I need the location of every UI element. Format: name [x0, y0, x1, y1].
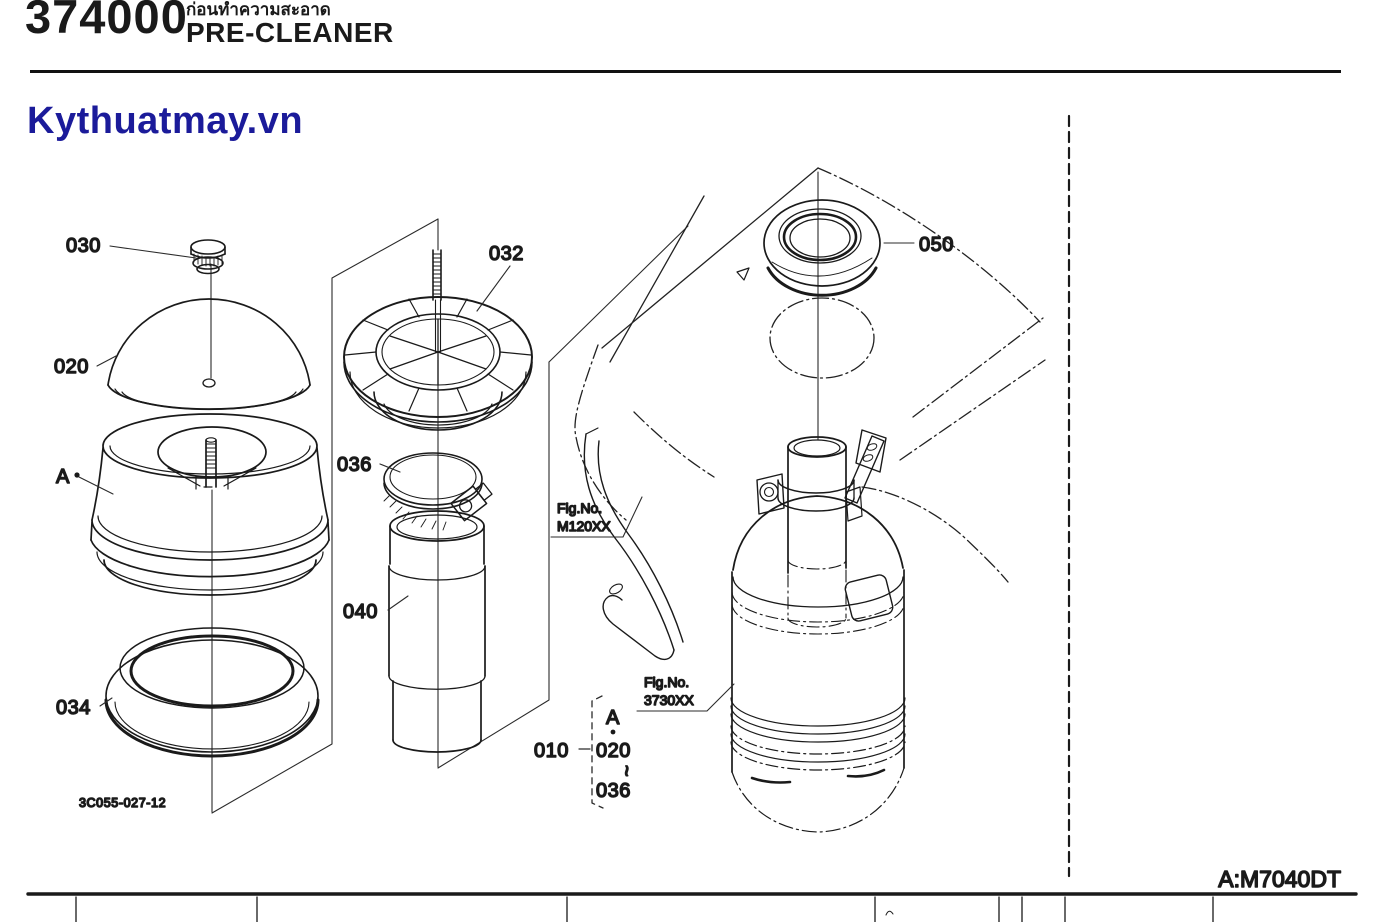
callout-034: 034 — [56, 697, 91, 719]
group-item-a: A — [606, 707, 620, 729]
footer-table-partial-text — [885, 910, 894, 916]
group-item-020: 020 — [596, 740, 631, 762]
page-title: PRE-CLEANER — [186, 17, 394, 48]
part-clamp-drawing — [383, 452, 493, 531]
header-divider-rule — [30, 70, 1341, 73]
callout-leaders — [78, 242, 915, 707]
callout-a: A — [56, 466, 70, 488]
callout-020: 020 — [54, 356, 89, 378]
part-rotor-drawing — [343, 249, 533, 431]
drawing-code: 3C055-027-12 — [79, 796, 166, 810]
hood-bracket-drawing — [583, 427, 684, 661]
fig-ref-3730xx-number: 3730XX — [644, 692, 694, 708]
group-bracket: 010 A 020 ~ 036 — [533, 695, 638, 809]
callout-050: 050 — [919, 234, 954, 256]
hood-outline — [574, 167, 1046, 583]
reference-plane-left — [211, 218, 439, 814]
watermark-text: Kythuatmay.vn — [27, 100, 304, 142]
part-knob-drawing — [190, 239, 226, 275]
air-cleaner-canister-drawing — [730, 429, 906, 833]
fig-ref-3730xx: Fig.No. 3730XX — [636, 673, 735, 712]
part-cover-drawing — [107, 298, 311, 411]
callout-a-dot — [74, 472, 80, 478]
fig-ref-3730xx-prefix: Fig.No. — [644, 674, 689, 690]
model-note: A:M7040DT — [1218, 866, 1341, 892]
callout-040: 040 — [343, 601, 378, 623]
part-pipe-drawing — [388, 510, 486, 753]
header-section-code: 374000 — [25, 0, 188, 43]
callout-036: 036 — [337, 454, 372, 476]
fig-ref-m120xx-prefix: Fig.No. — [557, 500, 602, 516]
part-ring-drawing — [104, 627, 320, 758]
part-body-drawing — [90, 413, 330, 596]
fig-ref-m120xx-number: M120XX — [557, 518, 611, 534]
part-grommet-drawing — [736, 199, 881, 297]
callout-030: 030 — [66, 235, 101, 257]
fig-ref-m120xx: Fig.No. M120XX — [550, 496, 643, 538]
callout-032: 032 — [489, 243, 524, 265]
header-title-thai: ก่อนทำความสะอาด — [186, 0, 331, 19]
footer-table — [26, 892, 1358, 922]
group-range-tilde: ~ — [615, 765, 637, 777]
group-item-a-dot — [610, 729, 616, 735]
group-item-036: 036 — [596, 780, 631, 802]
axis-lines — [210, 171, 819, 813]
group-label-010: 010 — [534, 740, 569, 762]
